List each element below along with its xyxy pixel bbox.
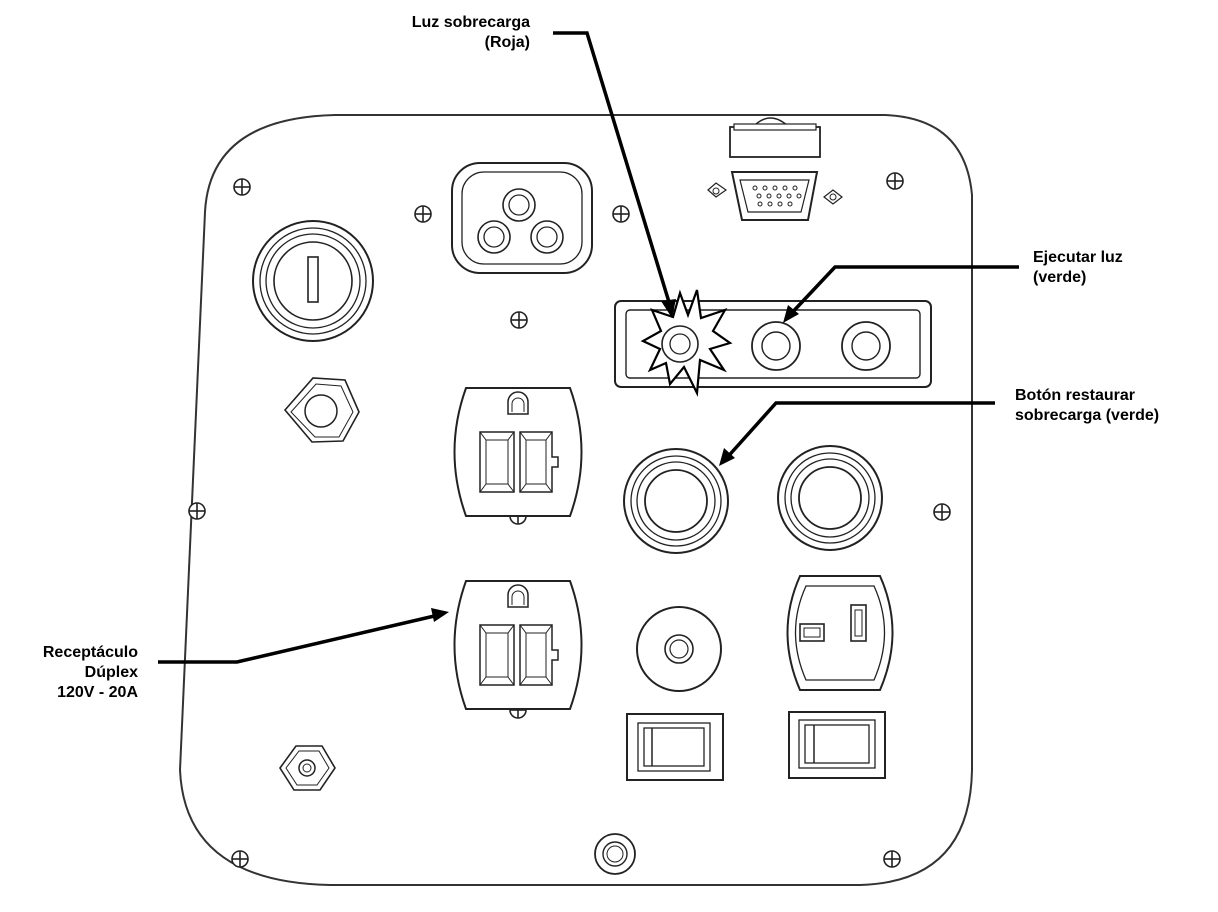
overload-light-label-line1: Luz sobrecarga bbox=[411, 14, 530, 31]
rocker-switch-right[interactable] bbox=[788, 711, 886, 779]
cover-plug bbox=[729, 117, 821, 158]
screw-icon bbox=[231, 850, 249, 868]
callout-duplex bbox=[158, 608, 449, 664]
duplex-label-line2: Dúplex bbox=[84, 664, 138, 681]
run-light-label-line1: Ejecutar luz bbox=[1033, 249, 1123, 266]
run-light-label: Ejecutar luz (verde) bbox=[1033, 248, 1123, 288]
reset-button-label: Botón restaurar sobrecarga (verde) bbox=[1015, 386, 1159, 426]
overload-reset-button[interactable] bbox=[623, 448, 729, 554]
screw-icon bbox=[510, 311, 528, 329]
switch-marking: I bbox=[330, 299, 331, 301]
twist-lock-outlet bbox=[786, 575, 894, 691]
duplex-label-line3: 120V - 20A bbox=[57, 684, 138, 701]
screw-icon bbox=[886, 172, 904, 190]
run-light-label-line2: (verde) bbox=[1033, 269, 1087, 286]
overload-light-label: Luz sobrecarga (Roja) bbox=[412, 13, 530, 53]
screw-icon bbox=[233, 178, 251, 196]
vga-port bbox=[707, 171, 843, 221]
main-power-switch[interactable]: I bbox=[252, 220, 374, 342]
overload-light-burst-icon bbox=[640, 289, 733, 397]
screw-icon bbox=[933, 503, 951, 521]
callout-run-light bbox=[783, 265, 1019, 323]
hex-fitting bbox=[283, 377, 360, 443]
duplex-label-line1: Receptáculo bbox=[42, 644, 138, 661]
small-hex-fitting bbox=[279, 745, 336, 791]
three-pin-connector bbox=[414, 162, 630, 274]
bottom-grommet bbox=[594, 833, 636, 875]
duplex-label: Receptáculo Dúplex 120V - 20A bbox=[43, 643, 138, 703]
overload-light-label-line2: (Roja) bbox=[484, 34, 530, 51]
reset-button-label-line2: sobrecarga (verde) bbox=[1015, 407, 1160, 424]
reset-button-label-line1: Botón restaurar bbox=[1015, 387, 1136, 404]
round-fitting bbox=[636, 606, 722, 692]
upper-receptacle bbox=[453, 387, 583, 517]
screw-icon bbox=[883, 850, 901, 868]
rocker-switch-left[interactable] bbox=[626, 713, 724, 781]
reset-button-2[interactable] bbox=[777, 445, 883, 551]
callout-reset-button bbox=[719, 401, 995, 466]
callout-overload-light bbox=[553, 31, 676, 318]
screw-icon bbox=[188, 502, 206, 520]
duplex-receptacle bbox=[453, 580, 583, 710]
